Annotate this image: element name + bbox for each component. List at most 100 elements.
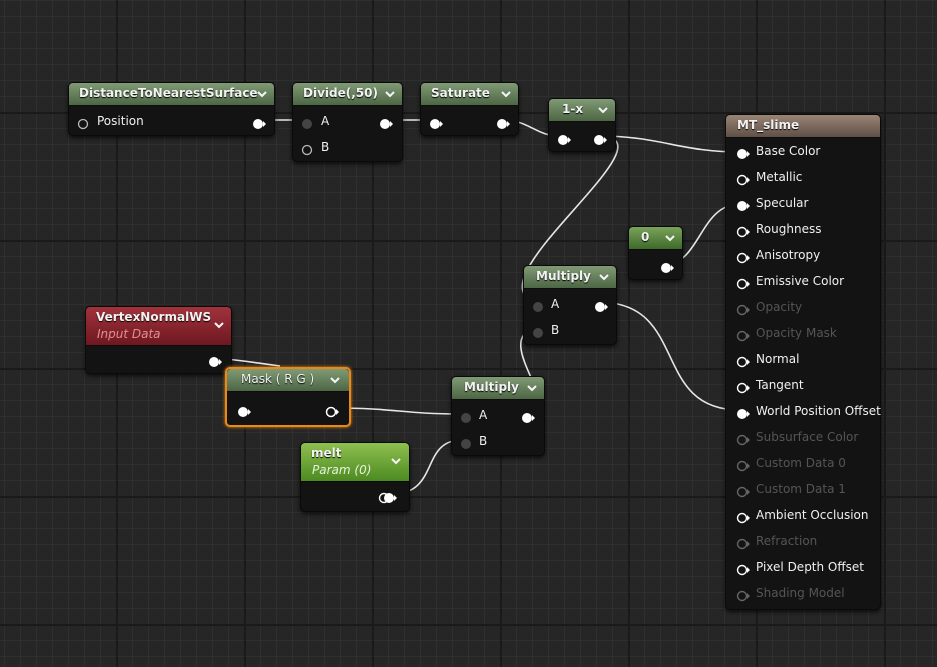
node-header: Multiply [452, 377, 544, 400]
node-multiply-upper[interactable]: Multiply A B [523, 265, 617, 345]
material-input-label: Ambient Occlusion [756, 508, 869, 522]
material-input-label: Tangent [756, 378, 804, 392]
node-title: 0 [641, 230, 650, 244]
material-input-pin[interactable] [736, 353, 750, 368]
output-pin[interactable] [252, 115, 266, 129]
node-saturate[interactable]: Saturate [420, 82, 519, 136]
node-title: DistanceToNearestSurface [79, 86, 258, 100]
material-input-label: Opacity [756, 300, 803, 314]
material-input-label: Metallic [756, 170, 803, 184]
material-input-pin [736, 301, 750, 316]
node-header: Saturate [421, 83, 518, 106]
output-pin[interactable] [325, 403, 339, 418]
material-input-label: Roughness [756, 222, 822, 236]
node-header: DistanceToNearestSurface [69, 83, 274, 106]
node-header: MT_slime [726, 115, 880, 138]
material-input-label: Anisotropy [756, 248, 821, 262]
material-input-pin[interactable] [736, 379, 750, 394]
chevron-down-icon[interactable] [328, 372, 342, 386]
node-header: Divide(,50) [293, 83, 402, 106]
chevron-down-icon[interactable] [596, 102, 610, 116]
chevron-down-icon[interactable] [389, 453, 403, 467]
node-title: 1-x [562, 102, 584, 116]
node-title: Mask ( R G ) [241, 372, 315, 386]
chevron-down-icon[interactable] [255, 86, 269, 100]
material-input-label: Emissive Color [756, 274, 845, 288]
material-input-pin [736, 483, 750, 498]
chevron-down-icon[interactable] [525, 380, 539, 394]
material-input-label: World Position Offset [756, 404, 881, 418]
material-input-label: Refraction [756, 534, 818, 548]
material-input-pin[interactable] [736, 197, 750, 211]
node-constant-zero[interactable]: 0 [628, 226, 683, 280]
node-title: melt [311, 446, 342, 460]
material-input-pin[interactable] [736, 561, 750, 576]
material-input-label: Shading Model [756, 586, 845, 600]
material-input-label: Base Color [756, 144, 821, 158]
input-pin-b[interactable] [460, 435, 472, 449]
material-input-label: Specular [756, 196, 809, 210]
node-title: Saturate [431, 86, 490, 100]
material-input-pin[interactable] [736, 509, 750, 524]
node-header: melt Param (0) [301, 443, 409, 482]
material-input-label: Normal [756, 352, 800, 366]
input-pin[interactable] [237, 403, 251, 417]
pin-label-b: B [551, 323, 560, 337]
material-input-pin [736, 431, 750, 446]
wire-oneminus-to-basecolor [598, 135, 741, 153]
input-pin-a[interactable] [460, 409, 472, 423]
node-one-minus[interactable]: 1-x [548, 98, 616, 152]
node-subtitle: Param (0) [312, 463, 372, 477]
material-input-label: Opacity Mask [756, 326, 837, 340]
node-title: Multiply [464, 380, 519, 394]
node-title: MT_slime [737, 118, 800, 132]
output-pin[interactable] [208, 353, 222, 367]
material-input-pin[interactable] [736, 223, 750, 238]
input-pin-b[interactable] [301, 141, 313, 156]
input-pin-a[interactable] [301, 115, 313, 129]
input-pin[interactable] [557, 131, 571, 145]
node-header: Multiply [524, 266, 616, 289]
material-input-pin[interactable] [736, 249, 750, 264]
pin-label-position: Position [97, 114, 144, 128]
wire-multiply1-to-wpo [597, 301, 741, 411]
material-input-pin[interactable] [736, 171, 750, 186]
node-divide[interactable]: Divide(,50) A B [292, 82, 403, 162]
node-component-mask[interactable]: Mask ( R G ) [225, 367, 351, 427]
output-pin[interactable] [593, 131, 607, 145]
input-pin-position[interactable] [77, 115, 89, 130]
material-input-pin[interactable] [736, 275, 750, 290]
input-pin-b[interactable] [532, 324, 544, 338]
node-vertex-normal-ws[interactable]: VertexNormalWS Input Data [85, 306, 232, 374]
material-input-label: Subsurface Color [756, 430, 859, 444]
material-input-pin[interactable] [736, 405, 750, 419]
chevron-down-icon[interactable] [663, 230, 677, 244]
material-input-pin [736, 587, 750, 602]
material-input-pin [736, 327, 750, 342]
node-melt-parameter[interactable]: melt Param (0) [300, 442, 410, 512]
pin-label-b: B [479, 434, 488, 448]
output-pin[interactable] [660, 259, 674, 273]
node-distance-to-nearest-surface[interactable]: DistanceToNearestSurface Position [68, 82, 275, 136]
material-input-label: Custom Data 1 [756, 482, 846, 496]
chevron-down-icon[interactable] [212, 317, 226, 331]
node-header: VertexNormalWS Input Data [86, 307, 231, 346]
chevron-down-icon[interactable] [383, 86, 397, 100]
output-pin[interactable] [378, 489, 397, 504]
chevron-down-icon[interactable] [597, 269, 611, 283]
material-input-pin[interactable] [736, 145, 750, 159]
material-input-label: Pixel Depth Offset [756, 560, 864, 574]
pin-label-a: A [321, 114, 330, 128]
output-pin[interactable] [594, 298, 608, 312]
output-pin[interactable] [496, 115, 510, 129]
input-pin-a[interactable] [532, 298, 544, 312]
node-header: 0 [629, 227, 682, 250]
input-pin[interactable] [429, 115, 443, 129]
chevron-down-icon[interactable] [499, 86, 513, 100]
material-input-pin [736, 457, 750, 472]
output-pin[interactable] [521, 409, 535, 423]
node-multiply-lower[interactable]: Multiply A B [451, 376, 545, 456]
node-title: Divide(,50) [303, 86, 378, 100]
output-pin[interactable] [379, 115, 393, 129]
